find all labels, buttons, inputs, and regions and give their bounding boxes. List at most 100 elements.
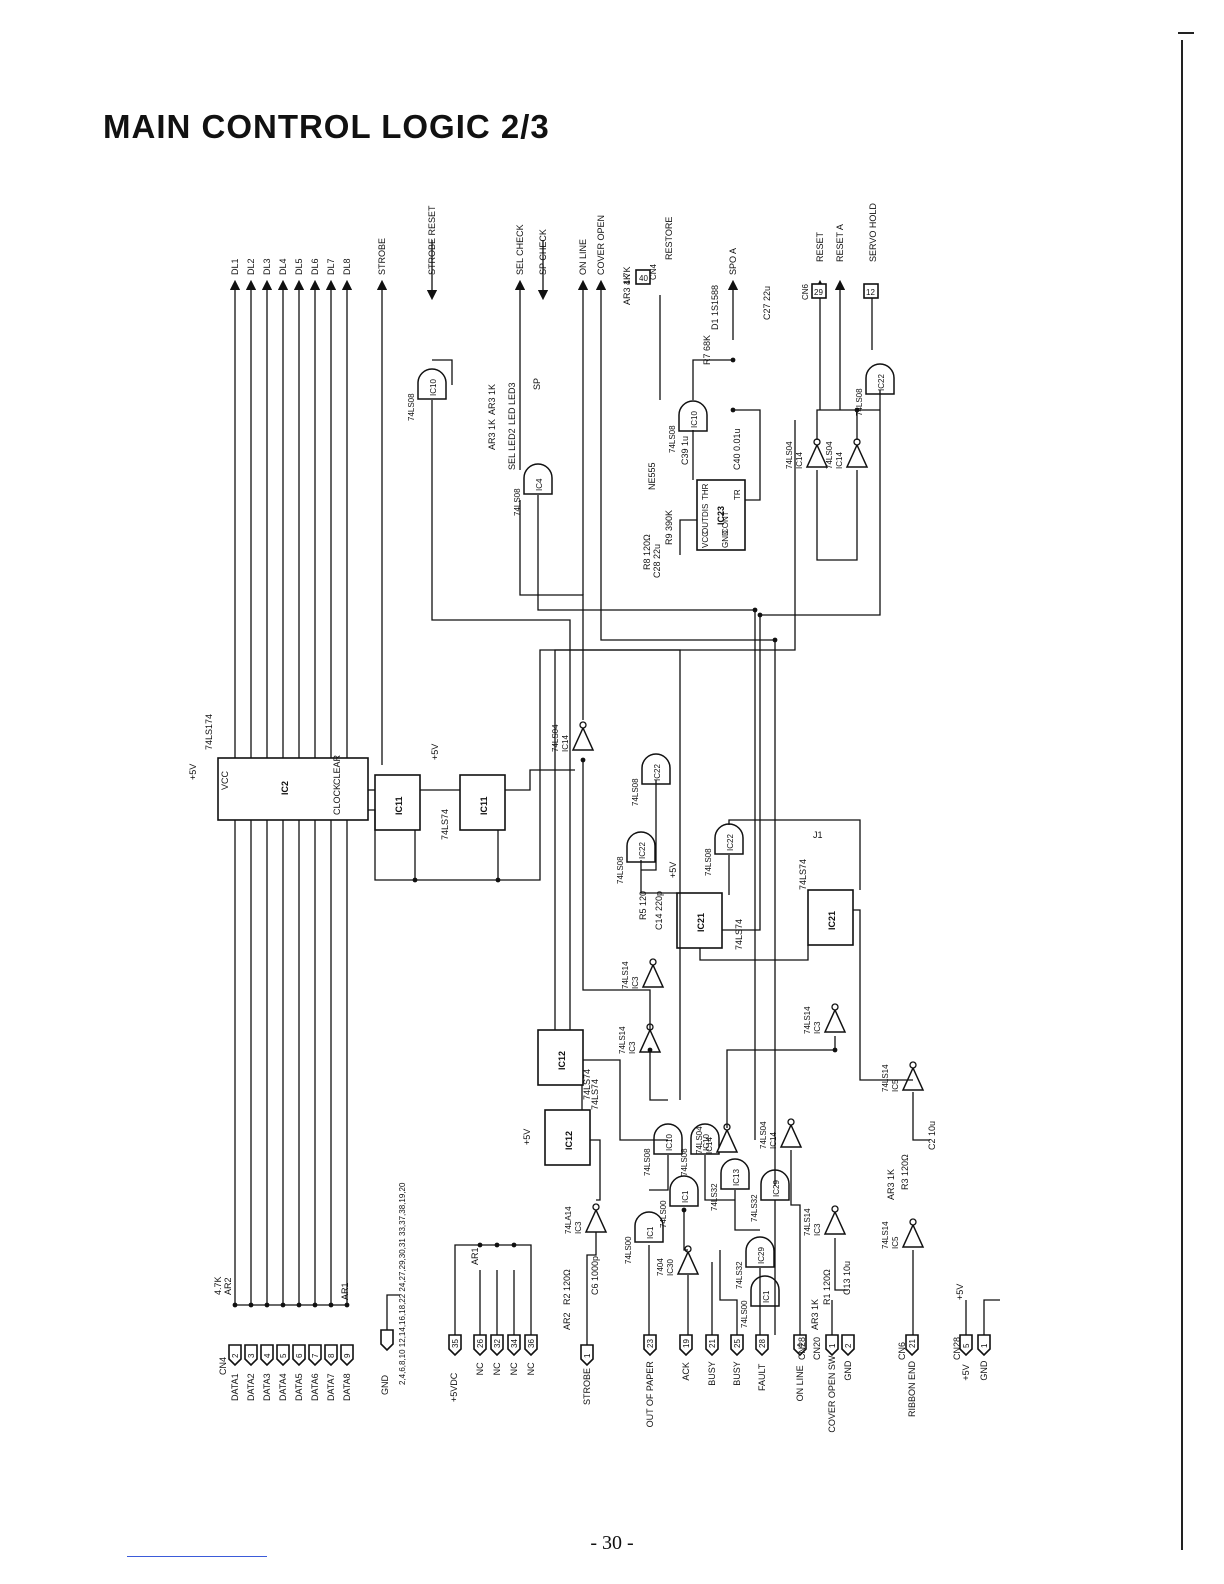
bottom-connector-layer: 2DATA13DATA24DATA35DATA46DATA57DATA68DAT… (228, 1329, 991, 1433)
wire-26 (734, 1190, 760, 1231)
junction-dot-13 (248, 1302, 254, 1308)
power-5vdc-label: +5VDC (449, 1372, 459, 1402)
gate-part-14: 74LS32 (735, 1261, 744, 1289)
connector-label-nc-1: NC (492, 1362, 502, 1375)
wire-56 (630, 989, 651, 1030)
connector-shape-data-6 (324, 1344, 338, 1367)
connector-label-status-1: ACK (681, 1362, 691, 1381)
ic21b-flipflop: IC21 74LS74 J1 (798, 830, 854, 946)
ic23-pin-gnd: GND (721, 530, 730, 548)
gate-part-4: 74LS08 (616, 856, 625, 884)
connector-shape-data-2 (260, 1344, 274, 1367)
gnd-pins: 2,4,6,8,10 12,14,16,18,22 24,27,29,30,31… (398, 1182, 407, 1385)
gate-part-10: 74LS00 (659, 1200, 668, 1228)
junction-dot-5 (752, 607, 758, 613)
connector-pinno-data-6: 8 (327, 1353, 336, 1358)
connector-pinno-status-2: 21 (708, 1339, 717, 1348)
r5-label: R5 120 (638, 891, 648, 920)
connector-label-nc-3: NC (526, 1362, 536, 1375)
connector-label-cn6: RIBBON END (907, 1360, 917, 1417)
r1-label: R1 120Ω (822, 1269, 832, 1305)
c13-label: C13 10u (842, 1261, 852, 1295)
connector-pinno-nc-3: 36 (527, 1339, 536, 1348)
ar2-strobe-label: AR2 (562, 1312, 572, 1330)
inverter-body-5 (641, 963, 665, 988)
ic12b-name: IC12 (564, 1131, 574, 1150)
connector-pin-cn28: 4ON LINE (793, 1334, 807, 1401)
junction-dot-2 (580, 757, 586, 763)
inverter-part-6: 74LS14 (618, 1026, 627, 1054)
ar3-right-label: AR3 1K (886, 1169, 896, 1200)
wire-16 (853, 909, 913, 1081)
ic23-body (696, 479, 746, 551)
wire-35 (816, 470, 858, 561)
connector-pin-cn28p-1: 5+5V (959, 1334, 973, 1381)
wire-42 (537, 495, 756, 1140)
wire-11 (640, 860, 677, 894)
wire-51 (983, 1299, 1000, 1335)
connector-shape-data-5 (308, 1344, 322, 1367)
connector-shape-cn6 (905, 1334, 919, 1357)
connector-pinno-data-4: 6 (295, 1353, 304, 1358)
gate-body-6 (865, 363, 895, 395)
junction-dot-15 (280, 1302, 286, 1308)
data-line-label-6: DL6 (310, 258, 320, 275)
inverter-bubble-8 (592, 1203, 600, 1211)
connector-shape-status-0 (643, 1334, 657, 1357)
ic2-body (217, 757, 369, 821)
sp-check-label: SP CHECK (538, 229, 548, 275)
connector-label-cn28p-1: +5V (961, 1364, 971, 1380)
gate-body-11 (750, 1275, 780, 1307)
reset-a-label: RESET A (835, 224, 845, 262)
wire-30 (726, 1036, 836, 1128)
inverter-bubble-12 (684, 1245, 692, 1253)
ar-restore-label: AR3 1K (622, 274, 632, 305)
c28-label: C28 22u (652, 544, 662, 578)
inverter-name-10: IC5 (891, 1079, 900, 1092)
connector-pinno-cn20-2: 2 (844, 1343, 853, 1348)
ic12b-power: +5V (522, 1129, 532, 1145)
cn6-top-pin-12: 12 (866, 288, 875, 297)
gate-body-9 (634, 1211, 664, 1243)
wire-41 (679, 519, 697, 555)
ic11a-part: 74LS74 (440, 809, 450, 840)
gate-body-1 (523, 463, 553, 495)
ic2-vcc: VCC (220, 770, 230, 790)
gate-part-8: 74LS08 (680, 1148, 689, 1176)
connector-shape-cn20-2 (841, 1334, 855, 1357)
ic2-latch: IC2 74LS174 VCC CLEAR CLOCK +5V (188, 714, 369, 821)
ic11b-flipflop: IC11 (459, 774, 506, 831)
sp-label: SP (532, 378, 542, 390)
cn20-name: CN20 (812, 1337, 822, 1360)
connector-shape-cn28 (793, 1334, 807, 1357)
reset-label: RESET (815, 231, 825, 262)
servo-hold-label: SERVO HOLD (868, 203, 878, 262)
connector-label-cn20-2: GND (843, 1360, 853, 1381)
connector-shape-nc-3 (524, 1334, 538, 1357)
margin-tick (1178, 32, 1194, 34)
gate-body-7 (653, 1123, 683, 1155)
inverter-body-7 (823, 1008, 847, 1033)
junction-dot-4 (757, 612, 763, 618)
connector-shape-cn28p-2 (977, 1334, 991, 1357)
led-sp-label: LED LED3 (507, 382, 517, 425)
strobe-reset-label: STROBE RESET (427, 205, 437, 275)
gate-part-2: 74LS08 (668, 425, 677, 453)
inverter-name-11: IC5 (891, 1236, 900, 1249)
inverter-part-0: 74LS04 (785, 441, 794, 469)
cn28-power-name: CN28 (952, 1337, 962, 1360)
ic11b-body (459, 774, 506, 831)
